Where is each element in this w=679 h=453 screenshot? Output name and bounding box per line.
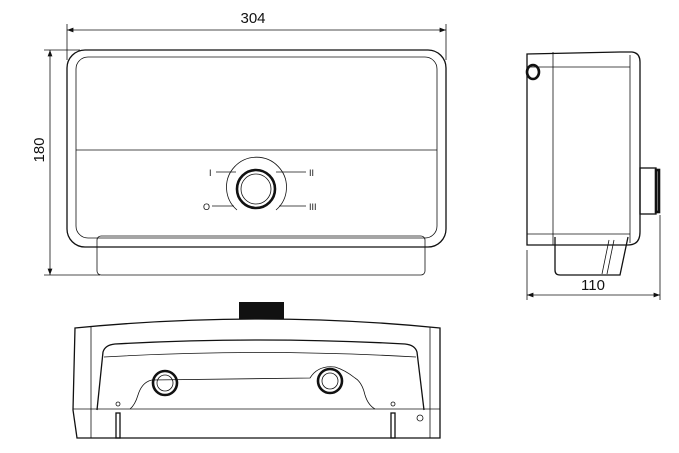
- dial-label-off: O: [203, 202, 210, 212]
- front-view: 304 180 O I II III: [31, 10, 447, 276]
- front-housing: [66, 49, 447, 248]
- depth-dimension-label: 110: [581, 277, 605, 294]
- inlet-pipe-icon: [151, 369, 179, 397]
- power-dial: O I II III: [203, 156, 317, 212]
- dial-label-1: I: [209, 168, 212, 178]
- bottom-view: [72, 302, 441, 439]
- side-view: 110: [525, 51, 661, 300]
- dial-label-2: II: [309, 168, 314, 178]
- width-dimension-label: 304: [240, 10, 265, 27]
- dial-label-3: III: [309, 202, 317, 212]
- side-fitting-icon: [525, 63, 541, 81]
- dial-knob-top: [239, 302, 284, 319]
- outlet-pipe-icon: [316, 367, 344, 395]
- height-dimension-label: 180: [31, 137, 48, 162]
